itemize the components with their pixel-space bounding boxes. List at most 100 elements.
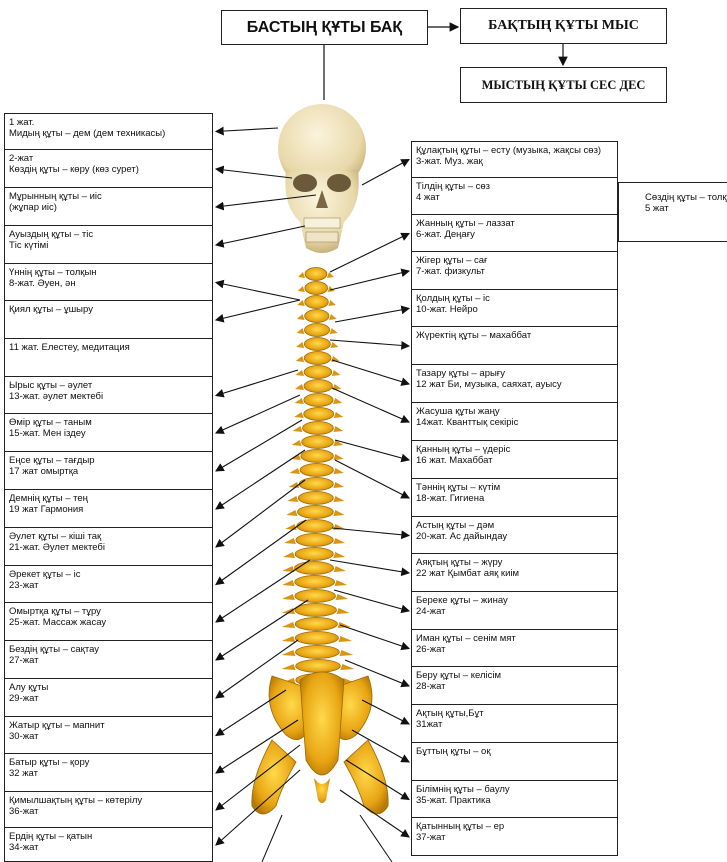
arrow	[340, 790, 409, 837]
right-label-line1: Жігер құты – сағ	[416, 255, 613, 266]
left-label-line1: Алу құты	[9, 682, 208, 693]
left-label-line1: Ырыс құты – әулет	[9, 380, 208, 391]
arrow	[216, 770, 300, 845]
right-label-line2: 18-жат. Гигиена	[416, 493, 613, 504]
vertebra	[297, 310, 337, 323]
arrow	[216, 420, 302, 471]
arrow	[216, 300, 300, 320]
right-label-box: Білімнің құты – баулу35-жат. Практика	[411, 781, 618, 818]
right-label-line1: Тәннің құты – күтім	[416, 482, 613, 493]
left-label-line1: Қимылшақтың құты – көтерілу	[9, 795, 208, 806]
vertebra	[295, 394, 343, 407]
arrow	[330, 340, 409, 346]
right-label-line1: Беру құты – келісім	[416, 670, 613, 681]
leg-line	[360, 815, 392, 862]
left-label-line1: Мұрынның құты – иіс	[9, 191, 208, 202]
header-second-box: БАҚТЫҢ ҚҰТЫ МЫС	[460, 8, 667, 44]
side-note-text: Сөздің құты – толқу 5 жат	[645, 192, 727, 214]
vertebra	[296, 338, 339, 351]
left-label-line2: Мидың құты – дем (дем техникасы)	[9, 128, 208, 139]
arrow	[332, 360, 409, 384]
arrow	[330, 271, 409, 290]
left-label-line2: (жұпар иіс)	[9, 202, 208, 213]
left-label-line2: 17 жат омыртқа	[9, 466, 208, 477]
arrow	[335, 309, 409, 323]
arrow	[216, 690, 286, 736]
arrow	[216, 640, 298, 698]
vertebra	[297, 296, 336, 309]
arrow	[216, 195, 316, 207]
pelvis	[252, 672, 388, 814]
arrow	[216, 128, 278, 132]
left-label-line1: Жатыр құты – мапнит	[9, 720, 208, 731]
right-label-line1: Қолдың құты – іс	[416, 293, 613, 304]
arrow	[216, 395, 300, 433]
left-label-line1: Бездің құты – сақтау	[9, 644, 208, 655]
right-label-line2: 3-жат. Муз. жақ	[416, 156, 613, 167]
vertebra	[281, 674, 355, 687]
left-label-line1: 11 жат. Елестеу, медитация	[9, 342, 208, 353]
vertebra	[298, 268, 334, 281]
right-label-line2: 31жат	[416, 719, 613, 730]
arrow	[216, 720, 298, 773]
vertebra	[291, 450, 344, 463]
left-label-line1: Ауыздың құты – тіс	[9, 229, 208, 240]
right-label-line1: Тілдің құты – сөз	[416, 181, 613, 192]
right-label-line1: Қанның құты – үдеріс	[416, 444, 613, 455]
left-label-box: 1 жат.Мидың құты – дем (дем техникасы)	[4, 113, 213, 150]
vertebra	[282, 590, 348, 603]
right-label-line1: Құлақтың құты – есту (музыка, жақсы сөз)	[416, 145, 613, 156]
left-label-line1: Әрекет құты – іс	[9, 569, 208, 580]
arrow	[216, 283, 300, 301]
vertebra	[296, 324, 337, 337]
right-label-line2: 4 жат	[416, 192, 613, 203]
left-label-line2: 36-жат	[9, 806, 208, 817]
right-label-line1: Қатынның құты – ер	[416, 821, 613, 832]
left-label-line2: 21-жат. Әулет мектебі	[9, 542, 208, 553]
vertebra	[282, 604, 350, 617]
left-label-line2: 8-жат. Әуен, ән	[9, 278, 208, 289]
vertebra	[289, 464, 343, 477]
arrow	[216, 169, 292, 178]
header-second-label: БАҚТЫҢ ҚҰТЫ МЫС	[488, 18, 639, 34]
vertebra	[284, 534, 345, 547]
left-label-line2: 23-жат	[9, 580, 208, 591]
arrow	[345, 660, 409, 686]
vertebra	[295, 366, 340, 379]
arrow	[335, 440, 409, 460]
arrow	[340, 625, 409, 649]
left-label-line2: 27-жат	[9, 655, 208, 666]
left-label-line1: Өмір құты – таным	[9, 417, 208, 428]
left-label-line2: 32 жат	[9, 768, 208, 779]
vertebra	[281, 660, 354, 673]
right-label-line1: Тазару құты – арығу	[416, 368, 613, 379]
arrow	[330, 560, 409, 573]
left-label-line1: Қиял құты – ұшыру	[9, 304, 208, 315]
right-label-line2: 6-жат. Деңағу	[416, 229, 613, 240]
right-label-line2: 12 жат Би, музыка, саяхат, ауысу	[416, 379, 613, 390]
right-label-line2: 22 жат Қымбат аяқ киім	[416, 568, 613, 579]
vertebra	[282, 562, 346, 575]
right-label-line2: 16 жат. Махаббат	[416, 455, 613, 466]
right-label-line2: 26-жат	[416, 644, 613, 655]
vertebra	[298, 282, 335, 295]
left-label-line2: 19 жат Гармония	[9, 504, 208, 515]
left-label-line1: 2-жат	[9, 153, 208, 164]
left-label-line1: Еңсе құты – тағдыр	[9, 455, 208, 466]
